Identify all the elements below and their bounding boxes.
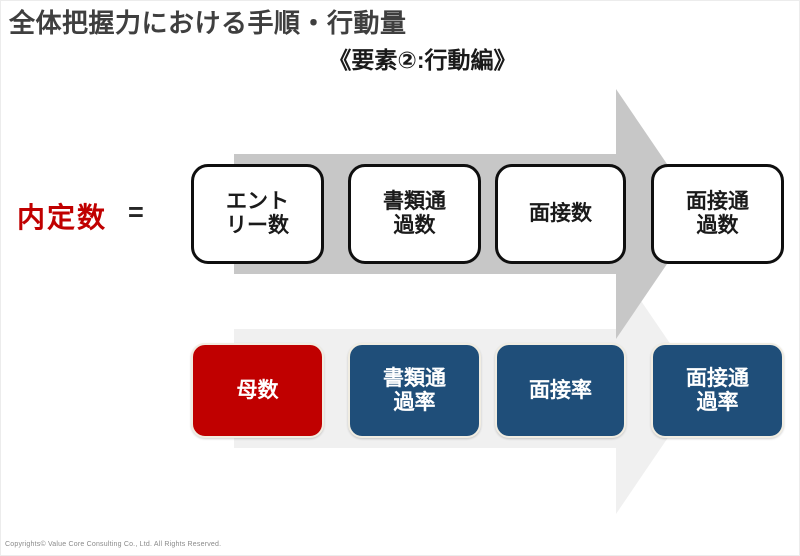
equals-sign: = xyxy=(128,197,144,227)
rate-box-base-count: 母数 xyxy=(191,343,324,438)
page-subtitle: 《要素②:行動編》 xyxy=(328,47,517,73)
rate-box-document-pass-rate: 書類通 過率 xyxy=(348,343,481,438)
copyright-text: Copyrights© Value Core Consulting Co., L… xyxy=(5,541,222,548)
page-title: 全体把握力における手順・行動量 xyxy=(9,8,407,38)
stage-box-interview-pass-count: 面接通 過数 xyxy=(651,164,784,264)
result-label: 内定数 xyxy=(17,202,108,233)
stage-box-entry-count: エント リー数 xyxy=(191,164,324,264)
rate-box-interview-rate: 面接率 xyxy=(495,343,626,438)
stage-box-document-pass-count: 書類通 過数 xyxy=(348,164,481,264)
stage-box-interview-count: 面接数 xyxy=(495,164,626,264)
rate-box-interview-pass-rate: 面接通 過率 xyxy=(651,343,784,438)
